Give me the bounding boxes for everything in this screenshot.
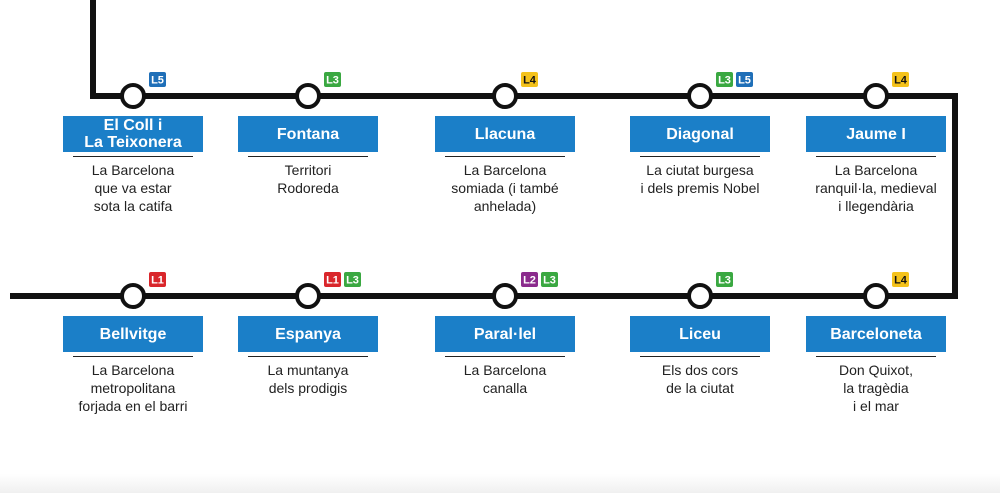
station-name: Liceu [630,316,770,352]
line-badge-background [892,72,909,87]
line-badge-label: L3 [718,75,731,87]
line-badge-label: L4 [894,75,908,87]
station-divider [445,356,565,357]
line-badge-l4: L4 [892,72,909,87]
station-divider [248,156,368,157]
station-name: Espanya [238,316,378,352]
line-badge-l3: L3 [716,72,733,87]
line-badge-background [736,72,753,87]
station-description: Els dos cors de la ciutat [661,362,739,396]
line-badge-background [149,272,166,287]
station-card: Paral·lel La Barcelona canalla [435,316,575,397]
station-description: Don Quixot, la tragèdia i el mar [839,362,913,414]
line-badge-label: L4 [523,75,537,87]
line-badge-label: L1 [326,275,339,287]
line-badge-background [521,272,538,287]
line-badge-l1: L1 [324,272,341,287]
station-card: Jaume I La Barcelona ranquil·la, medieva… [806,116,946,215]
station-marker [120,83,146,109]
metro-track-line [10,0,958,299]
station-description: Territori Rodoreda [277,162,339,196]
line-badge-l3: L3 [716,272,733,287]
station-description: La Barcelona canalla [463,362,547,396]
station-marker [492,83,518,109]
station-name: Jaume I [806,116,946,152]
station-marker [687,283,713,309]
station-name: El Coll i La Teixonera [63,116,203,152]
station-marker [863,283,889,309]
line-badge-l5: L5 [736,72,753,87]
station-description: La ciutat burgesa i dels premis Nobel [640,162,760,196]
station-card: Fontana Territori Rodoreda [238,116,378,197]
station-marker [863,83,889,109]
station-divider [816,156,936,157]
station-card: Llacuna La Barcelona somiada (i també an… [435,116,575,215]
station-marker [120,283,146,309]
station-marker [295,83,321,109]
station-card: El Coll i La Teixonera La Barcelona que … [63,116,203,215]
line-badge-background [541,272,558,287]
station-divider [445,156,565,157]
line-badge-label: L4 [894,275,908,287]
line-badge-background [344,272,361,287]
line-badge-l3: L3 [344,272,361,287]
line-badge-label: L5 [151,75,164,87]
station-divider [73,156,193,157]
line-badge-background [716,72,733,87]
line-badge-l4: L4 [892,272,909,287]
line-badge-l2: L2 [521,272,538,287]
station-description: La Barcelona ranquil·la, medieval i lleg… [815,162,937,214]
line-badge-label: L3 [326,75,339,87]
station-divider [248,356,368,357]
station-name: Paral·lel [435,316,575,352]
station-card: Diagonal La ciutat burgesa i dels premis… [630,116,770,197]
station-name: Diagonal [630,116,770,152]
line-badge-l4: L4 [521,72,538,87]
line-badge-label: L3 [718,275,731,287]
station-divider [816,356,936,357]
line-badge-background [521,72,538,87]
station-description: La muntanya dels prodigis [267,362,349,396]
line-badge-background [892,272,909,287]
line-badge-label: L5 [738,75,751,87]
bottom-strip [0,474,1000,493]
station-card: Liceu Els dos cors de la ciutat [630,316,770,397]
station-divider [640,156,760,157]
line-badge-l5: L5 [149,72,166,87]
station-description: La Barcelona metropolitana forjada en el… [78,362,188,414]
station-divider [73,356,193,357]
line-badge-label: L3 [543,275,556,287]
station-marker [295,283,321,309]
station-card: Espanya La muntanya dels prodigis [238,316,378,397]
station-divider [640,356,760,357]
station-description: La Barcelona que va estar sota la catifa [91,162,175,214]
station-name: Fontana [238,116,378,152]
station-name: Llacuna [435,116,575,152]
station-card: Barceloneta Don Quixot, la tragèdia i el… [806,316,946,415]
line-badge-background [716,272,733,287]
station-marker [492,283,518,309]
station-card: Bellvitge La Barcelona metropolitana for… [63,316,203,415]
line-badge-background [149,72,166,87]
station-name: Bellvitge [63,316,203,352]
line-badge-label: L3 [346,275,359,287]
station-marker [687,83,713,109]
station-description: La Barcelona somiada (i també anhelada) [451,162,559,214]
line-badge-label: L2 [523,275,536,287]
line-badge-l3: L3 [324,72,341,87]
line-badge-l3: L3 [541,272,558,287]
line-badge-l1: L1 [149,272,166,287]
station-name: Barceloneta [806,316,946,352]
line-badge-background [324,72,341,87]
line-badge-label: L1 [151,275,164,287]
line-badge-background [324,272,341,287]
